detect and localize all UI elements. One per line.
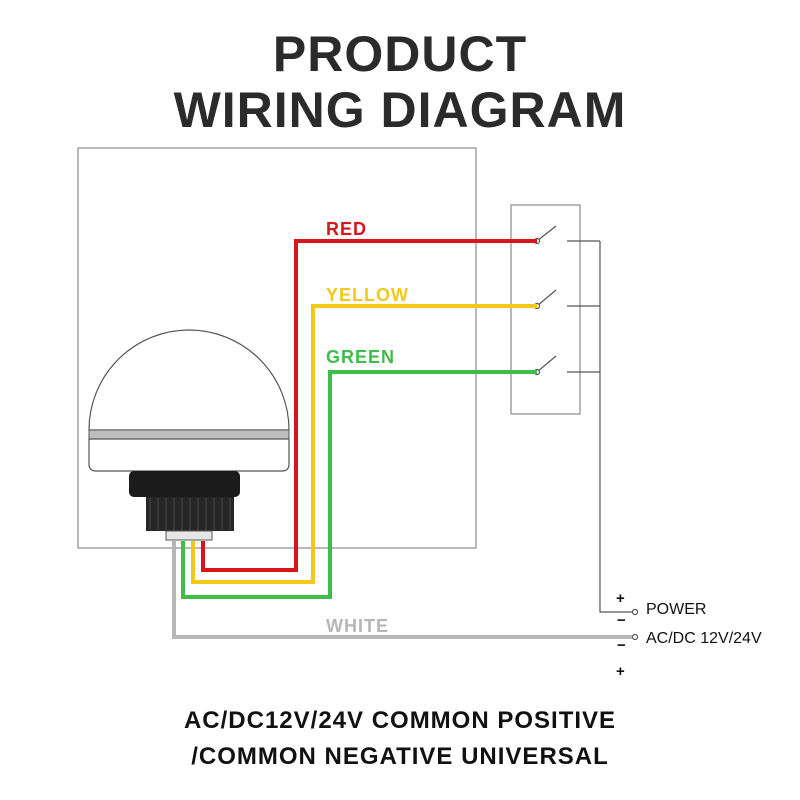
polarity-sign-3: − xyxy=(617,637,626,654)
polarity-sign-2: − xyxy=(617,612,626,629)
power-terminal-2 xyxy=(631,633,639,641)
wire-green xyxy=(181,370,537,599)
wire-yellow xyxy=(191,304,537,584)
polarity-sign-1: + xyxy=(616,590,625,607)
lamp-connector xyxy=(165,530,213,541)
lamp-base xyxy=(88,438,290,472)
caption-line2: /COMMON NEGATIVE UNIVERSAL xyxy=(191,743,609,770)
lamp-band xyxy=(88,429,290,440)
lamp-dome xyxy=(88,329,290,431)
switch-box xyxy=(510,204,581,415)
lamp-nut xyxy=(129,471,240,497)
wire-red xyxy=(201,239,537,572)
power-terminal-1 xyxy=(631,608,639,616)
wire-label-white: WHITE xyxy=(326,616,389,636)
wire-label-red: RED xyxy=(326,219,367,239)
polarity-sign-4: + xyxy=(616,663,625,680)
power-label: POWER xyxy=(646,601,706,618)
common-wire xyxy=(599,241,632,613)
signal-lamp xyxy=(88,329,290,541)
wire-white xyxy=(172,541,632,639)
wire-label-green: GREEN xyxy=(326,347,395,367)
power-spec-label: AC/DC 12V/24V xyxy=(646,630,762,647)
diagram-title-line1: PRODUCT xyxy=(272,26,528,82)
caption-line1: AC/DC12V/24V COMMON POSITIVE xyxy=(183,707,617,734)
diagram-title-line2: WIRING DIAGRAM xyxy=(173,82,627,138)
wire-label-yellow: YELLOW xyxy=(326,285,409,305)
